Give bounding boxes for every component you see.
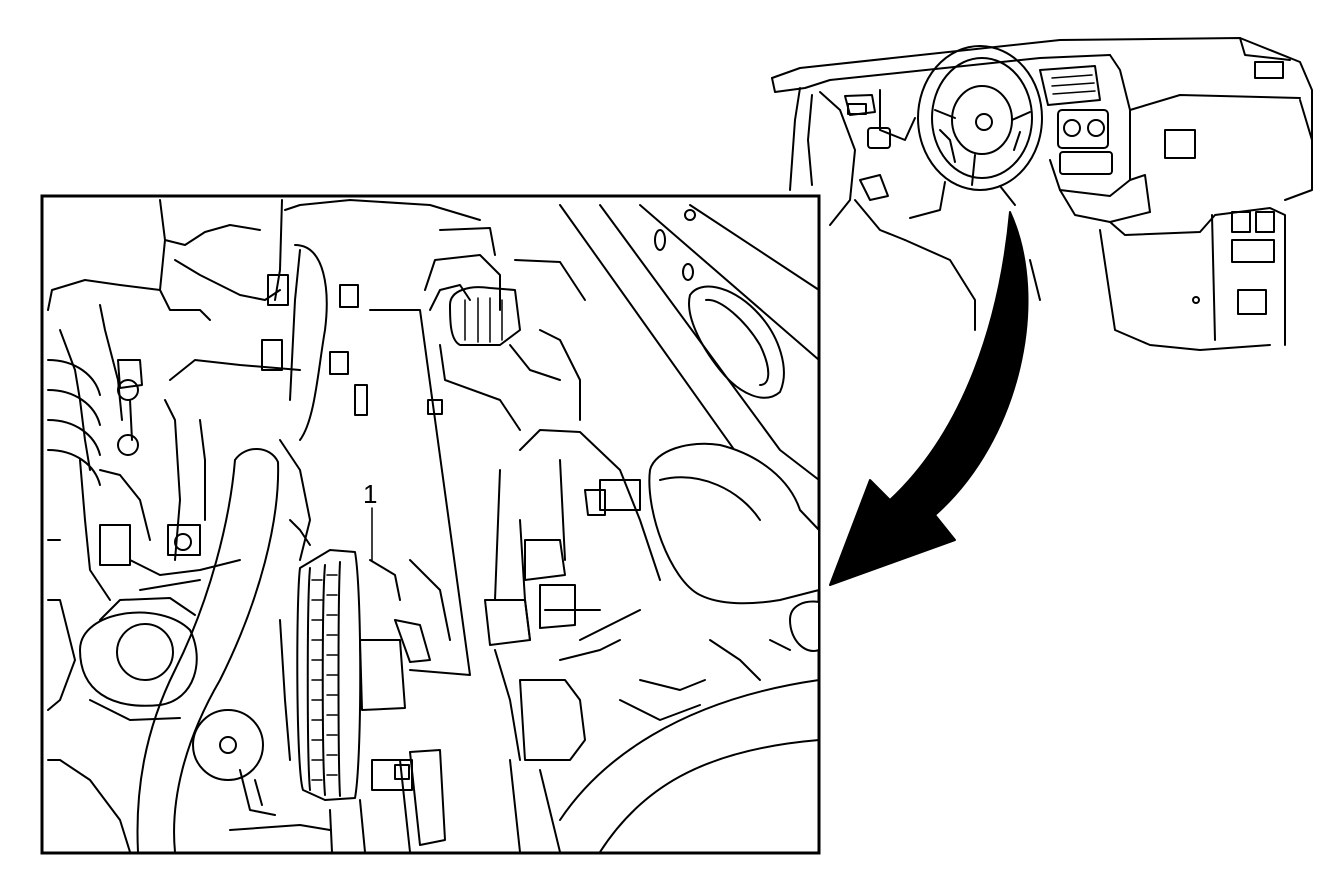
pedal-assembly-linework: 1 (47, 199, 820, 853)
detail-view: 1 (40, 194, 821, 855)
dashboard-overview-illustration (771, 37, 1313, 351)
callout-label-1: 1 (363, 479, 377, 509)
position-sensor-gear (296, 549, 406, 801)
curved-arrow-icon (829, 211, 1029, 586)
